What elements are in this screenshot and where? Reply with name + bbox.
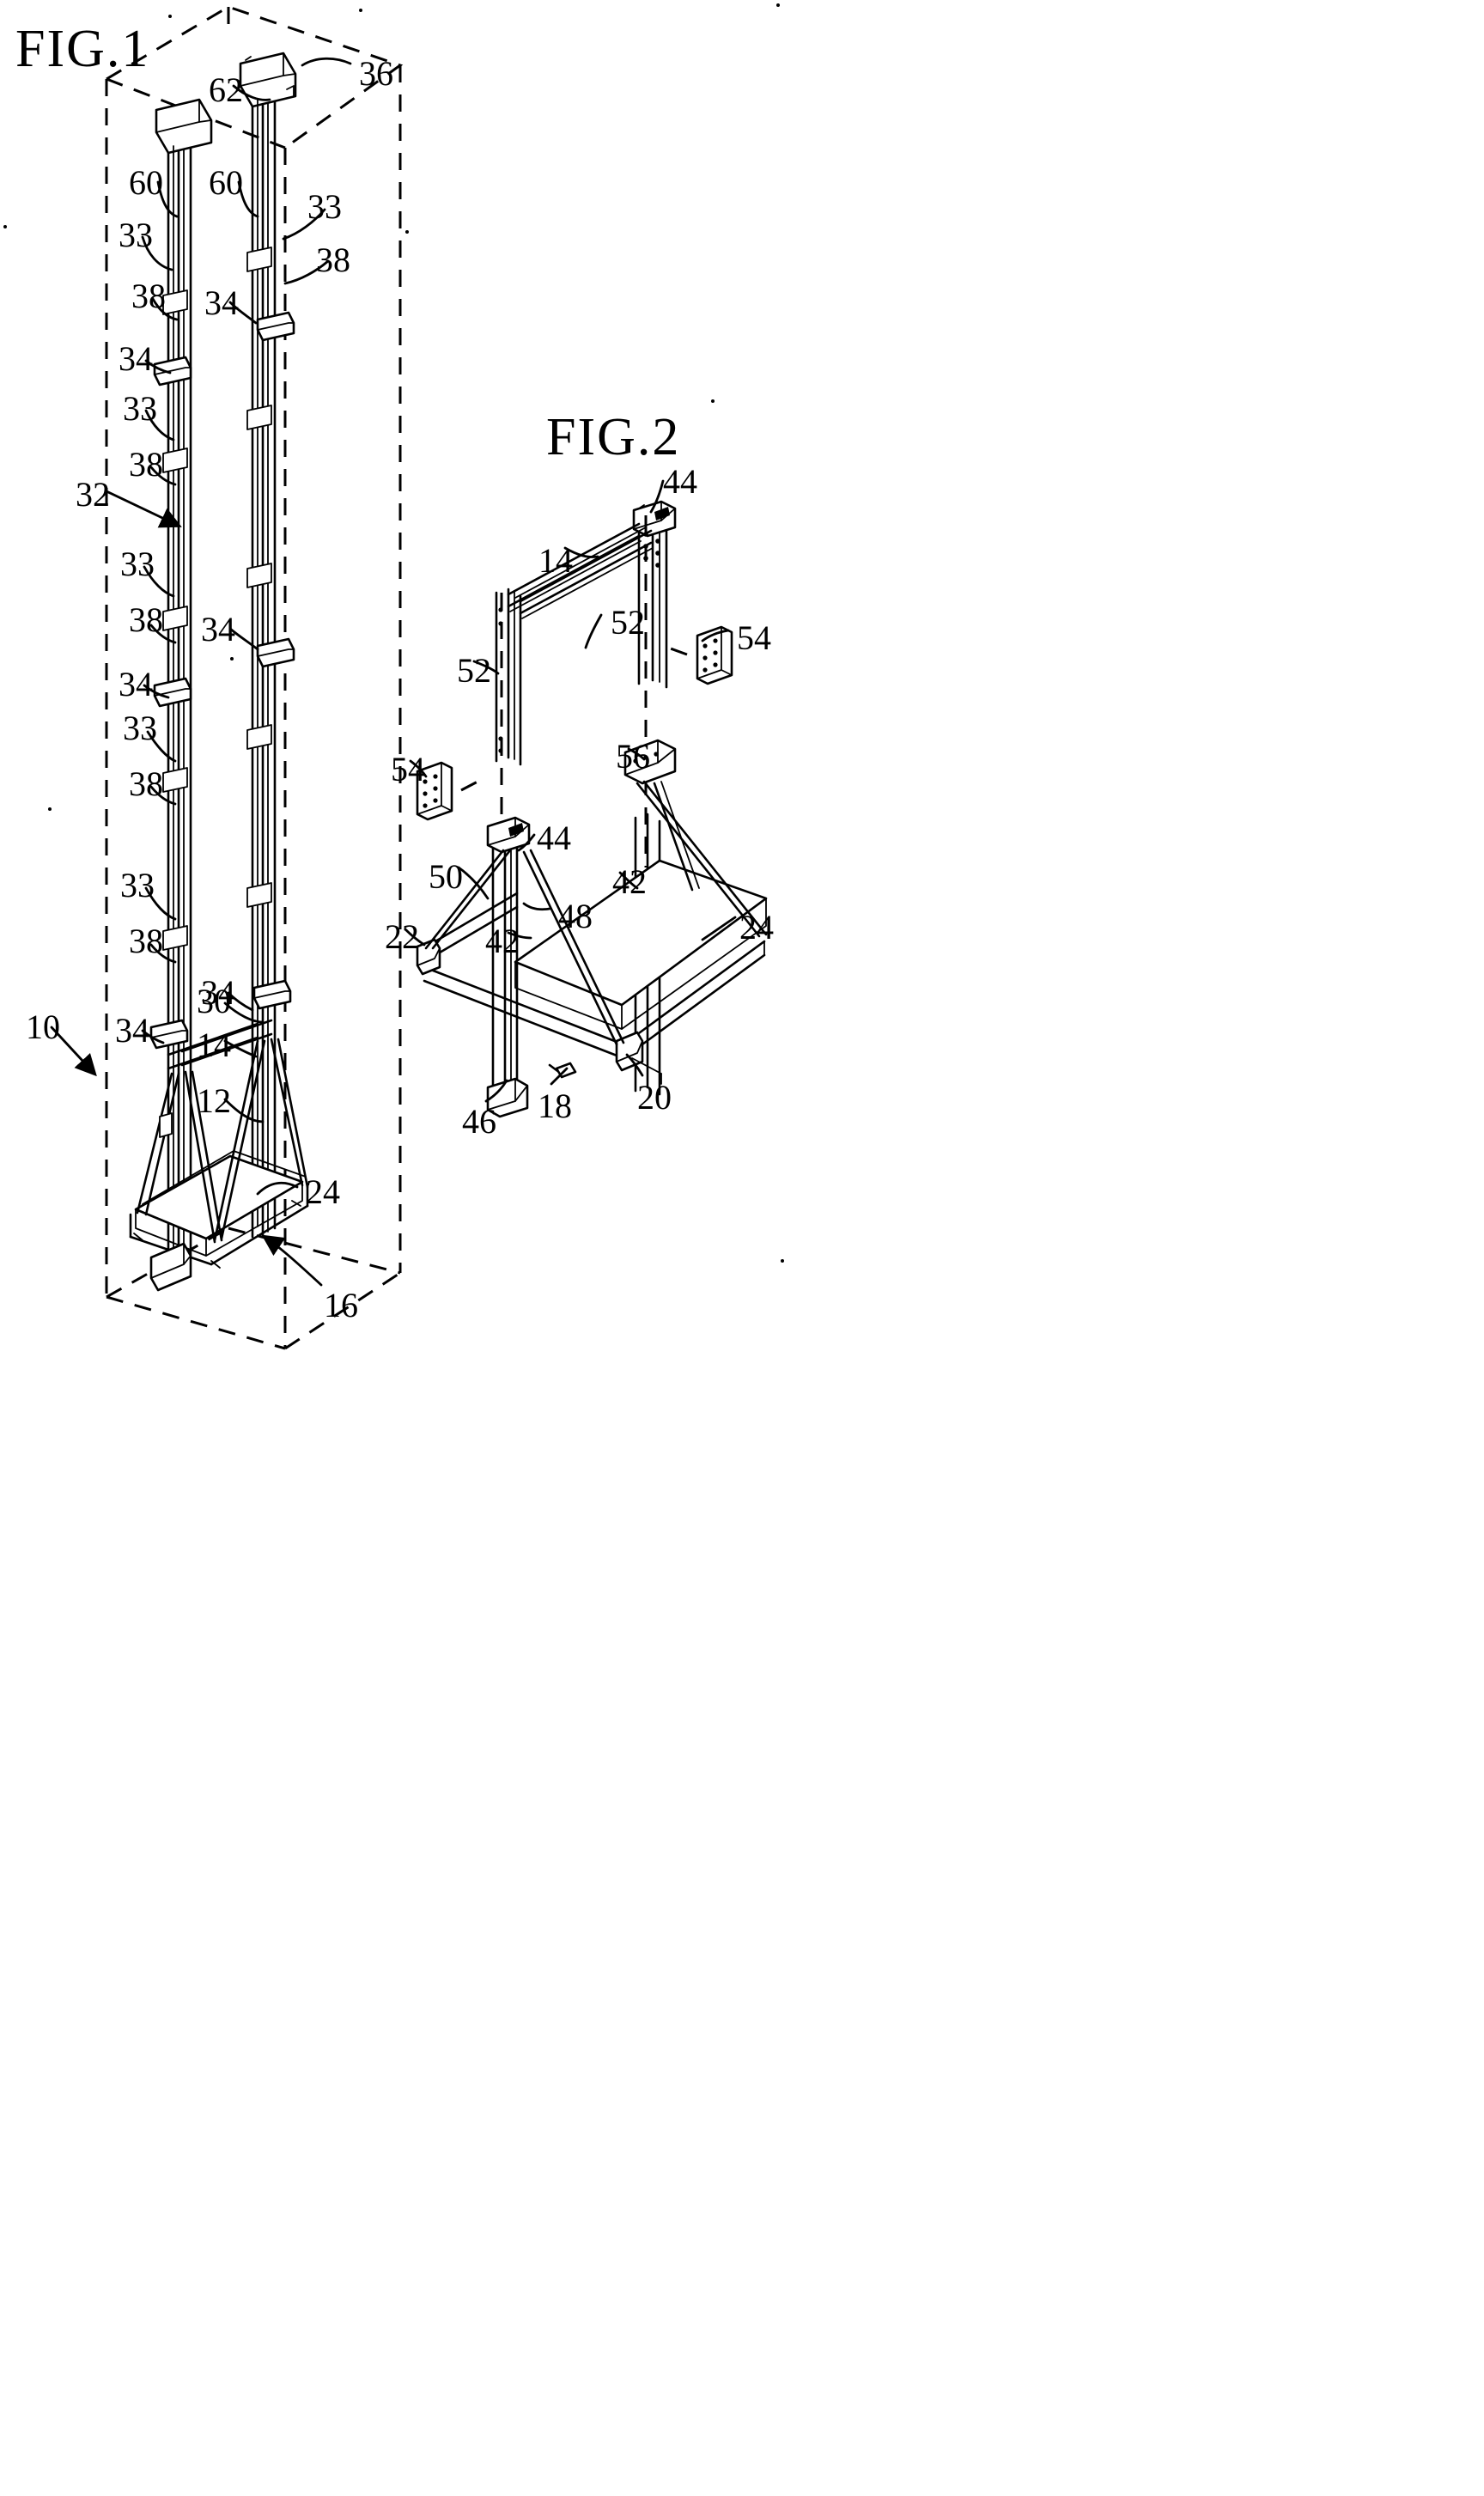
- fig1-callout-34-c: 34: [201, 610, 235, 648]
- fig2-callout-22: 22: [385, 917, 419, 956]
- fig2-callout-24: 24: [739, 908, 774, 947]
- fig1-callout-34-f: 34: [115, 1011, 149, 1050]
- fig1-callout-10: 10: [26, 1008, 60, 1046]
- fig1-callout-38-d: 38: [129, 600, 163, 639]
- fig1-callout-30: 30: [197, 982, 231, 1020]
- fig1-callout-34-b: 34: [119, 339, 153, 378]
- fig1-callout-38-e: 38: [129, 764, 163, 803]
- fig2-callout-14: 14: [538, 541, 573, 580]
- fig1-callout-33-c: 33: [123, 389, 157, 428]
- fig1-callout-33-b: 33: [119, 216, 153, 254]
- scan-speck: [230, 657, 234, 661]
- fig2-tie-bracket-right: [696, 625, 733, 685]
- fig1-callout-38-b: 38: [131, 277, 166, 315]
- fig2-callout-52-a: 52: [611, 603, 645, 642]
- fig1-tie-brackets-left: [149, 356, 192, 1050]
- fig2-callout-56: 56: [616, 737, 650, 776]
- fig2-callout-54-a: 54: [737, 618, 771, 657]
- fig2-callout-44-b: 44: [537, 819, 571, 857]
- fig1-callout-33-d: 33: [120, 545, 155, 583]
- fig1-leader-lines: [50, 57, 352, 1287]
- fig1-callout-33-f: 33: [120, 866, 155, 904]
- fig1-callout-14: 14: [197, 1026, 231, 1064]
- fig1-callout-38-f: 38: [129, 922, 163, 960]
- fig1-callout-38-c: 38: [129, 445, 163, 484]
- fig2-leader-lines: [404, 479, 737, 1103]
- fig2-callout-42-a: 42: [612, 862, 647, 901]
- fig2-callout-52-b: 52: [457, 651, 491, 690]
- fig2-callout-50: 50: [429, 857, 463, 896]
- fig2-callout-48: 48: [558, 897, 593, 935]
- fig2-callout-20: 20: [637, 1078, 672, 1117]
- fig1-callout-34-d: 34: [119, 665, 153, 703]
- fig2-callout-18: 18: [538, 1087, 572, 1125]
- fig2-assembly: [416, 500, 768, 1118]
- fig2-callout-46: 46: [462, 1102, 496, 1141]
- scan-speck: [3, 225, 7, 228]
- fig1-callout-60-b: 60: [209, 163, 243, 202]
- scan-speck: [48, 807, 52, 811]
- fig1-callout-12: 12: [197, 1081, 231, 1120]
- fig2-callout-42-b: 42: [485, 922, 520, 960]
- fig1-callout-62: 62: [209, 70, 243, 109]
- scan-speck: [359, 9, 362, 12]
- scan-speck: [168, 15, 172, 18]
- fig1-callout-32: 32: [76, 475, 110, 514]
- fig2-callout-54-b: 54: [391, 750, 425, 788]
- fig1-callout-24: 24: [306, 1172, 340, 1211]
- scan-speck: [711, 399, 715, 403]
- fig1-tie-brackets-right: [252, 311, 295, 1010]
- scan-speck: [781, 1259, 784, 1263]
- fig1-callout-34-a: 34: [204, 283, 239, 322]
- fig1-callout-36: 36: [359, 54, 393, 93]
- scan-speck: [776, 3, 780, 7]
- fig1-callout-16: 16: [324, 1286, 358, 1324]
- fig1-callout-33-a: 33: [307, 187, 342, 226]
- scan-speck: [405, 230, 409, 234]
- fig2-title: FIG.2: [546, 408, 681, 466]
- fig1-mast-assembly: [129, 52, 309, 1292]
- fig1-callout-33-e: 33: [123, 709, 157, 747]
- fig1-title: FIG.1: [15, 20, 150, 78]
- fig1-callout-60-a: 60: [129, 163, 163, 202]
- fig1-callout-34-e: 34: [201, 973, 235, 1012]
- fig1-callout-38-a: 38: [316, 240, 350, 279]
- fig2-callout-44-a: 44: [663, 462, 697, 501]
- fig1-splice-plates: [162, 247, 272, 951]
